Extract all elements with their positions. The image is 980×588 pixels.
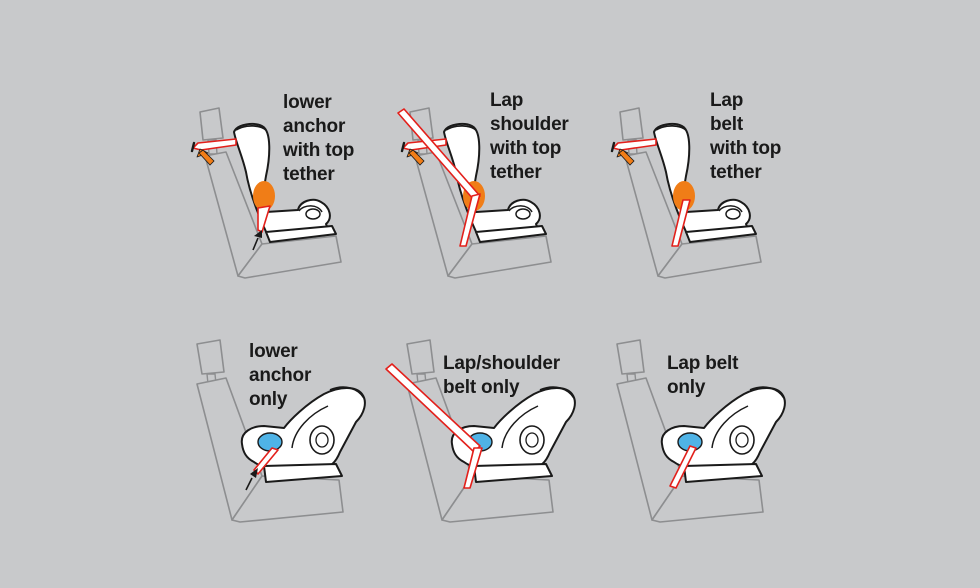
panel-label-forward-lap-belt-tether: Lap belt with top tether: [710, 89, 781, 185]
panel-rear-lap-belt: [616, 339, 786, 523]
lower-anchor-strap: [252, 205, 271, 251]
label-line: only: [249, 389, 288, 410]
lap-belt-strap: [459, 193, 481, 247]
label-line: shoulder: [490, 114, 569, 135]
lap-belt-strap: [463, 447, 483, 489]
lap-belt-strap: [669, 445, 697, 489]
label-line: Lap belt: [667, 353, 739, 374]
panel-label-forward-lower-anchor-tether: lower anchor with top tether: [283, 91, 354, 187]
label-line: tether: [710, 162, 762, 183]
panel-forward-lap-shoulder-tether: [397, 107, 552, 279]
label-line: only: [667, 377, 706, 398]
label-line: lower: [249, 341, 298, 362]
label-line: Lap/shoulder: [443, 353, 560, 374]
label-line: tether: [283, 164, 335, 185]
shoulder-belt-strap: [385, 363, 481, 453]
label-line: belt: [710, 114, 743, 135]
panel-forward-lower-anchor-tether: [190, 107, 342, 279]
label-line: anchor: [283, 116, 346, 137]
panel-forward-lap-belt-tether: [610, 107, 762, 279]
label-line: Lap: [490, 90, 524, 111]
label-line: lower: [283, 92, 332, 113]
label-line: tether: [490, 162, 542, 183]
label-line: anchor: [249, 365, 312, 386]
panel-label-rear-lower-anchor: lower anchor only: [249, 340, 311, 412]
label-line: with top: [490, 138, 562, 159]
panel-rear-lap-shoulder: [385, 339, 576, 523]
panel-rear-lower-anchor: [196, 339, 366, 523]
panel-label-rear-lap-shoulder: Lap/shoulder belt only: [443, 352, 560, 400]
lap-belt-strap: [671, 199, 691, 247]
lower-anchor-strap: [245, 447, 279, 491]
label-line: with top: [283, 140, 355, 161]
label-line: with top: [710, 138, 782, 159]
panel-label-forward-lap-shoulder-tether: Lap shoulder with top tether: [490, 89, 569, 185]
panel-label-rear-lap-belt: Lap belt only: [667, 352, 738, 400]
label-line: Lap: [710, 90, 744, 111]
label-line: belt only: [443, 377, 520, 398]
